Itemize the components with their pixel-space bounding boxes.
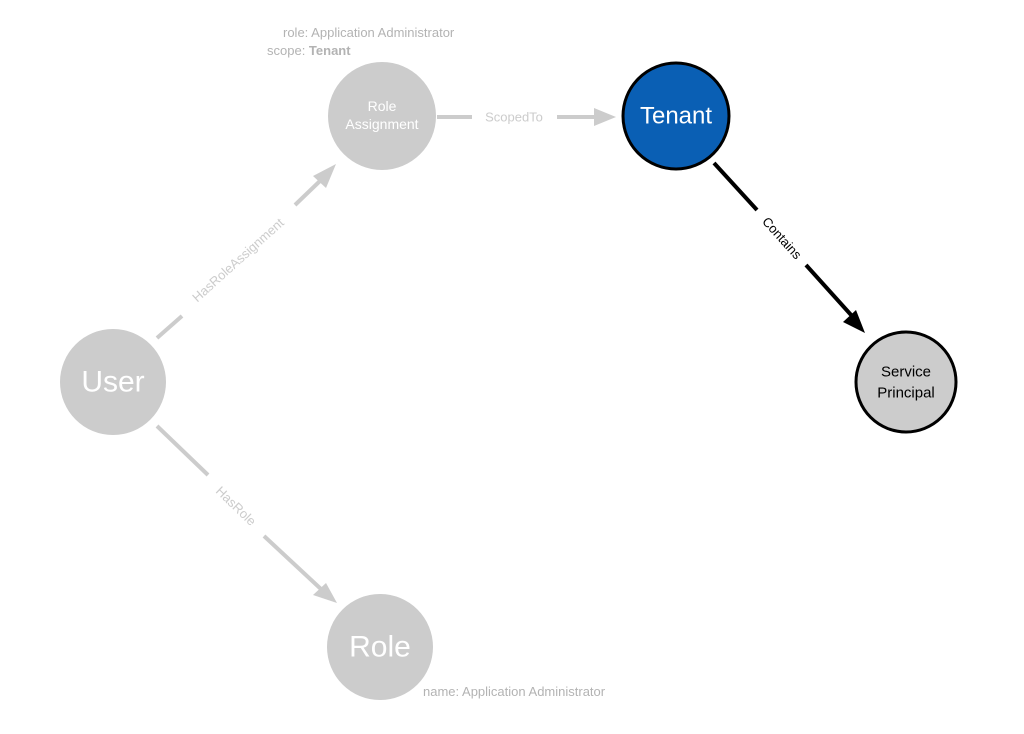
edge-scoped-to[interactable]: ScopedTo [437, 108, 616, 126]
scoped-to-label: ScopedTo [485, 110, 543, 125]
role-name-property: name: Application Administrator [423, 684, 606, 699]
node-service-principal[interactable]: Service Principal [854, 330, 958, 434]
node-role-assignment[interactable]: Role Assignment [328, 62, 436, 170]
has-role-label: HasRole [213, 483, 259, 528]
node-user[interactable]: User [60, 329, 166, 435]
role-assignment-scope-property: scope: Tenant [267, 43, 351, 58]
user-label: User [81, 366, 144, 399]
has-role-arrowhead [313, 583, 337, 603]
scope-key: scope: [267, 43, 309, 58]
has-role-assignment-arrowhead [313, 164, 336, 188]
role-assignment-properties: role: Application Administrator scope: T… [267, 25, 455, 58]
edge-has-role[interactable]: HasRole [155, 424, 337, 603]
has-role-assignment-label: HasRoleAssignment [189, 215, 287, 305]
contains-arrowhead [843, 310, 865, 333]
tenant-label: Tenant [640, 103, 712, 130]
service-principal-label-line1: Service [881, 364, 931, 381]
node-tenant[interactable]: Tenant [621, 61, 731, 171]
role-label: Role [349, 631, 411, 664]
edge-has-role-assignment[interactable]: HasRoleAssignment [155, 164, 336, 340]
contains-label: Contains [759, 214, 805, 263]
role-assignment-label-line2: Assignment [345, 116, 418, 132]
role-assignment-label-line1: Role [368, 98, 397, 114]
scoped-to-arrowhead [594, 108, 616, 126]
edge-contains[interactable]: Contains [712, 161, 865, 333]
role-assignment-role-property: role: Application Administrator [283, 25, 455, 40]
scope-value: Tenant [309, 43, 351, 58]
node-role[interactable]: Role [327, 594, 433, 700]
service-principal-label-line2: Principal [877, 385, 935, 402]
